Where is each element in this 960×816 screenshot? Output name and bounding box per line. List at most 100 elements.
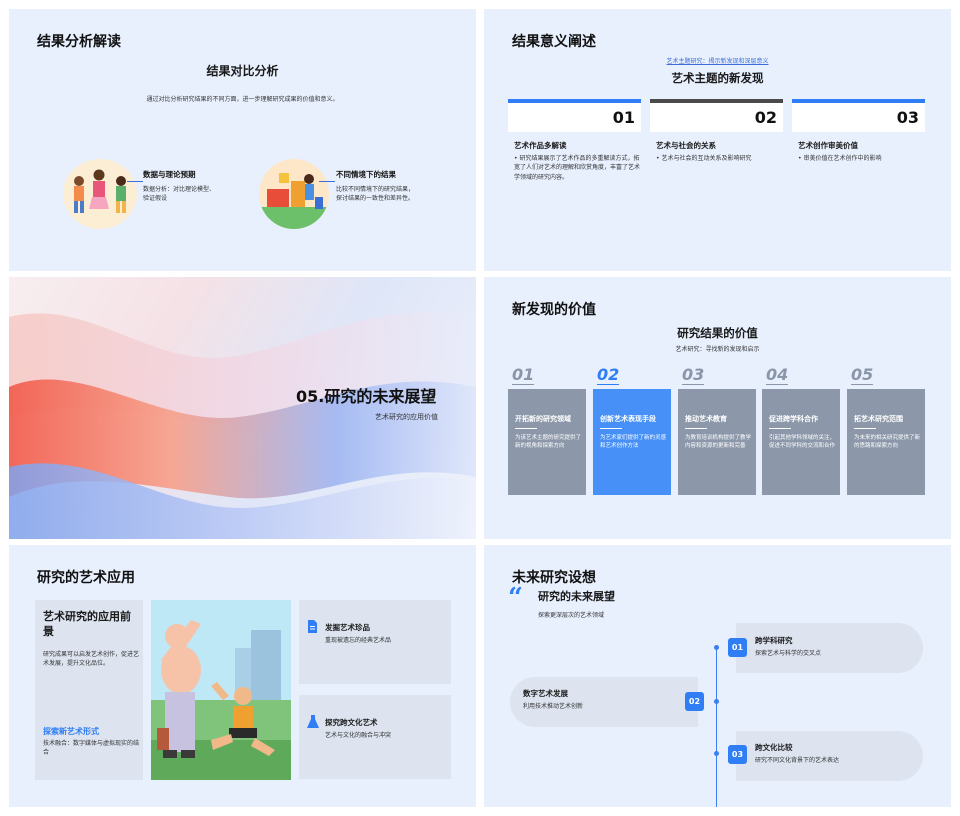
card-title: 开拓新的研究领域 <box>515 415 571 423</box>
timeline-item[interactable] <box>736 623 923 673</box>
column-title: 艺术作品多解读 <box>514 141 567 150</box>
item-title: 跨文化比较 <box>755 743 793 752</box>
column-text-body: 艺术与社会的互动关系及影响研究 <box>661 155 752 162</box>
item-title: 数据与理论预期 <box>143 170 196 179</box>
item-title: 发掘艺术珍品 <box>325 623 370 632</box>
column-title: 艺术创作审美价值 <box>798 141 858 150</box>
section-subtitle: 艺术研究的应用价值 <box>375 413 438 421</box>
item-title: 探究跨文化艺术 <box>325 718 378 727</box>
application-item[interactable]: 探究跨文化艺术 艺术与文化的融合与冲突 <box>299 695 451 779</box>
slide-title: 新发现的价值 <box>512 302 596 318</box>
value-card[interactable]: 拓艺术研究范围 为未来的相关研究提供了新的思路和探索方向 <box>847 389 925 495</box>
card-number: 04 <box>766 365 789 384</box>
item-number-badge: 01 <box>728 638 747 657</box>
card-number: 02 <box>754 108 777 127</box>
number-card: 03 <box>792 99 925 132</box>
item-title: 数字艺术发展 <box>523 689 568 698</box>
card-title: 创新艺术表现手段 <box>600 415 656 423</box>
number-underline <box>682 384 704 385</box>
item-text: 艺术与文化的融合与冲突 <box>325 732 392 739</box>
section-title: 05.研究的未来展望 <box>296 387 437 406</box>
value-card-active[interactable]: 创新艺术表现手段 为艺术家们提供了新的灵感和艺术创作方法 <box>593 389 671 495</box>
card-title: 拓艺术研究范围 <box>854 415 903 423</box>
slide-heading: 艺术主题的新发现 <box>671 71 764 85</box>
number-card: 02 <box>650 99 783 132</box>
abstract-wave-background <box>9 312 476 539</box>
value-card[interactable]: 开拓新的研究领域 为该艺术主题的研究提供了新的视角和探索方向 <box>508 389 586 495</box>
column-text: • 研究结果展示了艺术作品的多重解读方式，拓宽了人们对艺术的理解和欣赏角度，丰富… <box>514 155 641 181</box>
flask-icon <box>307 715 319 731</box>
timeline-item[interactable] <box>736 731 923 781</box>
slide-title: 结果意义阐述 <box>512 34 596 50</box>
card-number: 02 <box>597 365 620 384</box>
card-subheading: 探索新艺术形式 <box>43 727 99 736</box>
number-card: 01 <box>508 99 641 132</box>
card-text: 为艺术家们提供了新的灵感和艺术创作方法 <box>600 435 667 450</box>
classroom-illustration <box>259 159 329 229</box>
card-text: 为未来的相关研究提供了新的思路和探索方向 <box>854 435 921 450</box>
item-text: 利用技术推动艺术创新 <box>523 703 584 710</box>
application-card: 艺术研究的应用前景 研究成果可以启发艺术创作，促进艺术发展，提升文化品位。 探索… <box>35 600 143 780</box>
application-item[interactable]: 发掘艺术珍品 重现被遗忘的经典艺术品 <box>299 600 451 684</box>
connector-line <box>127 181 143 182</box>
card-text: 为该艺术主题的研究提供了新的视角和探索方向 <box>515 435 582 450</box>
slide-title: 结果分析解读 <box>37 34 121 50</box>
card-heading: 艺术研究的应用前景 <box>43 610 131 638</box>
slide-subtitle: 艺术研究：寻找新的发现和启示 <box>675 346 760 353</box>
value-card[interactable]: 推动艺术教育 为教育培训机构提供了教学内容和资源的更新和完善 <box>678 389 756 495</box>
timeline-dot <box>714 699 719 704</box>
item-text: 探索艺术与科学的交叉点 <box>755 650 822 657</box>
card-subtext: 技术融合：数字媒体与虚拟现实的结合 <box>43 740 140 757</box>
slide-future-research[interactable]: 未来研究设想 “ 研究的未来展望 探索更深层次的艺术领域 01 跨学科研究 探索… <box>484 545 951 807</box>
slide-heading: 研究结果的价值 <box>677 326 758 340</box>
column-text: • 艺术与社会的互动关系及影响研究 <box>656 155 752 162</box>
column-text-body: 审美价值在艺术创作中的影响 <box>803 155 882 162</box>
slide-results-analysis[interactable]: 结果分析解读 结果对比分析 通过对比分析研究结果的不同方面，进一步理解研究成果的… <box>9 9 476 271</box>
card-number: 05 <box>851 365 874 384</box>
slide-heading: 结果对比分析 <box>206 64 279 78</box>
card-number: 01 <box>512 365 535 384</box>
item-title: 不同情境下的结果 <box>336 170 396 179</box>
slide-new-findings-value[interactable]: 新发现的价值 研究结果的价值 艺术研究：寻找新的发现和启示 01 02 03 0… <box>484 277 951 539</box>
document-icon <box>307 620 318 636</box>
value-card[interactable]: 促进跨学科合作 引起其他学科领域的关注，促进不同学科的交流和合作 <box>762 389 840 495</box>
item-text: 重现被遗忘的经典艺术品 <box>325 637 392 644</box>
timeline-dot <box>714 751 719 756</box>
slide-results-meaning[interactable]: 结果意义阐述 艺术主题研究：揭示新发现和深层意义 艺术主题的新发现 01 02 … <box>484 9 951 271</box>
column-text-body: 研究结果展示了艺术作品的多重解读方式，拓宽了人们对艺术的理解和欣赏角度，丰富了艺… <box>514 155 641 181</box>
item-text: 研究不同文化背景下的艺术表达 <box>755 757 840 764</box>
number-underline <box>766 384 788 385</box>
slide-art-application[interactable]: 研究的艺术应用 艺术研究的应用前景 研究成果可以启发艺术创作，促进艺术发展，提升… <box>9 545 476 807</box>
slide-subtitle: 探索更深层次的艺术领域 <box>538 612 605 619</box>
card-text: 引起其他学科领域的关注，促进不同学科的交流和合作 <box>769 435 836 450</box>
slide-heading: 研究的未来展望 <box>538 590 615 603</box>
column-text: • 审美价值在艺术创作中的影响 <box>798 155 882 162</box>
running-people-illustration <box>151 600 291 780</box>
item-number-badge: 02 <box>685 692 704 711</box>
slide-intro: 通过对比分析研究结果的不同方面，进一步理解研究成果的价值和意义。 <box>146 96 339 103</box>
card-title: 促进跨学科合作 <box>769 415 818 423</box>
number-underline <box>512 384 534 385</box>
card-number: 03 <box>682 365 705 384</box>
item-text: 数据分析：对比理论模型、验证假设 <box>143 186 216 203</box>
number-underline <box>851 384 873 385</box>
slide-title: 研究的艺术应用 <box>37 570 135 586</box>
column-title: 艺术与社会的关系 <box>656 141 716 150</box>
slide-section-future[interactable]: 05.研究的未来展望 艺术研究的应用价值 <box>9 277 476 539</box>
slide-title: 未来研究设想 <box>512 570 596 586</box>
card-number: 01 <box>612 108 635 127</box>
number-underline <box>597 384 619 385</box>
card-text: 研究成果可以启发艺术创作，促进艺术发展，提升文化品位。 <box>43 651 140 668</box>
timeline-dot <box>714 645 719 650</box>
timeline-line <box>716 645 717 807</box>
topic-link[interactable]: 艺术主题研究：揭示新发现和深层意义 <box>666 58 769 65</box>
item-title: 跨学科研究 <box>755 636 793 645</box>
card-title: 推动艺术教育 <box>685 415 727 423</box>
card-text: 为教育培训机构提供了教学内容和资源的更新和完善 <box>685 435 752 450</box>
item-number-badge: 03 <box>728 745 747 764</box>
quote-icon: “ <box>508 583 523 613</box>
item-text: 比较不同情境下的研究结果，探讨结果的一致性和差异性。 <box>336 186 415 203</box>
card-number: 03 <box>896 108 919 127</box>
children-illustration <box>63 159 137 229</box>
timeline-item[interactable] <box>510 677 698 727</box>
